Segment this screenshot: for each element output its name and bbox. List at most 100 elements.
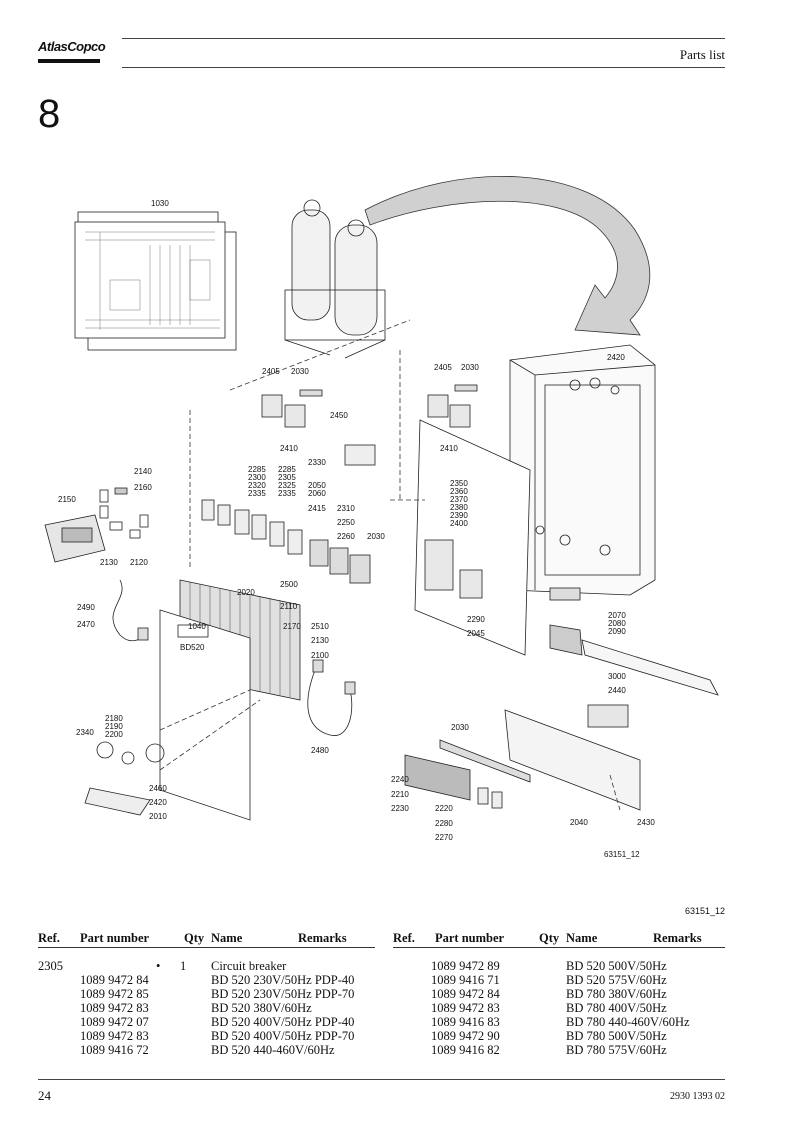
cell-part: 1089 9472 83 [80,1029,149,1043]
cell-part: 1089 9472 83 [80,1001,149,1015]
drawing-label: 2030 [367,532,385,541]
table-row: 1089 9472 84 BD 520 230V/50Hz PDP-40 [38,973,375,987]
drawing-label: 2120 [130,558,148,567]
drawing-label: 2285 [278,465,296,474]
drawing-label: 2250 [337,518,355,527]
drawing-label: 2060 [308,489,326,498]
drawing-label: 2405 [262,367,280,376]
cell-name: BD 780 380V/60Hz [566,987,667,1001]
drawing-label: 2500 [280,580,298,589]
drawing-label: 2270 [435,833,453,842]
drawing-label: 2460 [149,784,167,793]
drawing-label: 63151_12 [604,850,640,859]
table-body: 1089 9472 89 BD 520 500V/50Hz 1089 9416 … [393,959,725,1057]
drawing-label: 2330 [308,458,326,467]
drawing-label: 2130 [311,636,329,645]
drawing-label: 2420 [149,798,167,807]
header-qty: Qty [184,931,205,945]
drawing-label: 2260 [337,532,355,541]
drawing-label: 2340 [76,728,94,737]
header-remarks: Remarks [298,931,347,945]
drawing-label: 2510 [311,622,329,631]
cell-name: BD 780 575V/60Hz [566,1043,667,1057]
drawing-label: 2320 [248,481,266,490]
header-name: Name [566,931,598,945]
drawing-label: 2470 [77,620,95,629]
drawing-label: 2020 [237,588,255,597]
header-rule-bottom [122,67,725,68]
drawing-labels: 1030 2420 2405 2030 2405 2030 2410 2410 … [58,199,655,859]
drawing-label: 2100 [311,651,329,660]
drawing-label: 2450 [330,411,348,420]
drawing-label: 2070 [608,611,626,620]
drawing-label: 2290 [467,615,485,624]
drawing-label: 2405 [434,363,452,372]
table-row: 1089 9472 85 BD 520 230V/50Hz PDP-70 [38,987,375,1001]
table-row: 1089 9472 89 BD 520 500V/50Hz [393,959,725,973]
drawing-label: 3000 [608,672,626,681]
logo-underline [38,59,100,63]
cell-part: 1089 9416 72 [80,1043,149,1057]
parts-table-right: Ref. Part number Qty Name Remarks 1089 9… [393,930,725,1057]
drawing-label: 2410 [280,444,298,453]
cell-part: 1089 9472 85 [80,987,149,1001]
brand-text: AtlasCopco [38,39,106,54]
drawing-label: 2090 [608,627,626,636]
chapter-number: 8 [38,92,61,136]
drawing-label: 2400 [450,519,468,528]
drawing-label: 2210 [391,790,409,799]
drawing-label: 2130 [100,558,118,567]
table-row: 1089 9472 83 BD 520 400V/50Hz PDP-70 [38,1029,375,1043]
cell-part: 1089 9416 71 [431,973,500,987]
cell-dot: • [156,959,161,973]
table-header: Ref. Part number Qty Name Remarks [393,930,725,948]
drawing-label: 2480 [311,746,329,755]
drawing-label: 2490 [77,603,95,612]
section-title: Parts list [679,47,725,62]
cell-name: BD 520 500V/50Hz [566,959,667,973]
cell-name: BD 520 380V/60Hz [211,1001,312,1015]
cell-name: BD 520 230V/50Hz PDP-70 [211,987,355,1001]
drawing-label: 2310 [337,504,355,513]
cell-part: 1089 9472 90 [431,1029,500,1043]
cell-part: 1089 9416 82 [431,1043,500,1057]
atlas-copco-logo: AtlasCopco [38,39,106,66]
drawing-label: 2170 [283,622,301,631]
header-ref: Ref. [393,931,415,945]
header-rule-top [122,38,725,39]
table-row: 1089 9472 90 BD 780 500V/50Hz [393,1029,725,1043]
table-row: 1089 9472 83 BD 520 380V/60Hz [38,1001,375,1015]
table-row: 1089 9416 72 BD 520 440-460V/60Hz [38,1043,375,1057]
cell-name: BD 520 440-460V/60Hz [211,1043,335,1057]
drawing-label: 2350 [450,479,468,488]
drawing-label: 2200 [105,730,123,739]
drawing-label: 2140 [134,467,152,476]
cell-name: Circuit breaker [211,959,287,973]
figure-code: 63151_12 [684,906,725,916]
table-header: Ref. Part number Qty Name Remarks [38,930,375,948]
page-number: 24 [38,1088,51,1103]
cell-ref: 2305 [38,959,63,973]
table-row: 1089 9416 71 BD 520 575V/60Hz [393,973,725,987]
drawing-label: 2360 [450,487,468,496]
drawing-label: 2390 [450,511,468,520]
cell-part: 1089 9472 84 [80,973,149,987]
header-part-number: Part number [80,931,150,945]
cell-name: BD 780 400V/50Hz [566,1001,667,1015]
drawing-label: 2240 [391,775,409,784]
cell-part: 1089 9472 83 [431,1001,500,1015]
drawing-label: 2190 [105,722,123,731]
drawing-label: 2415 [308,504,326,513]
drawing-label: 2050 [308,481,326,490]
drawing-label: 2010 [149,812,167,821]
drawing-label: 2150 [58,495,76,504]
drawing-label: 2080 [608,619,626,628]
drawing-label: 2280 [435,819,453,828]
drawing-label: 2040 [570,818,588,827]
header-part-number: Part number [435,931,505,945]
cell-name: BD 520 575V/60Hz [566,973,667,987]
drawing-label: 2420 [607,353,625,362]
drawing-label: 2180 [105,714,123,723]
drawing-label: 2300 [248,473,266,482]
cell-name: BD 520 400V/50Hz PDP-40 [211,1015,355,1029]
